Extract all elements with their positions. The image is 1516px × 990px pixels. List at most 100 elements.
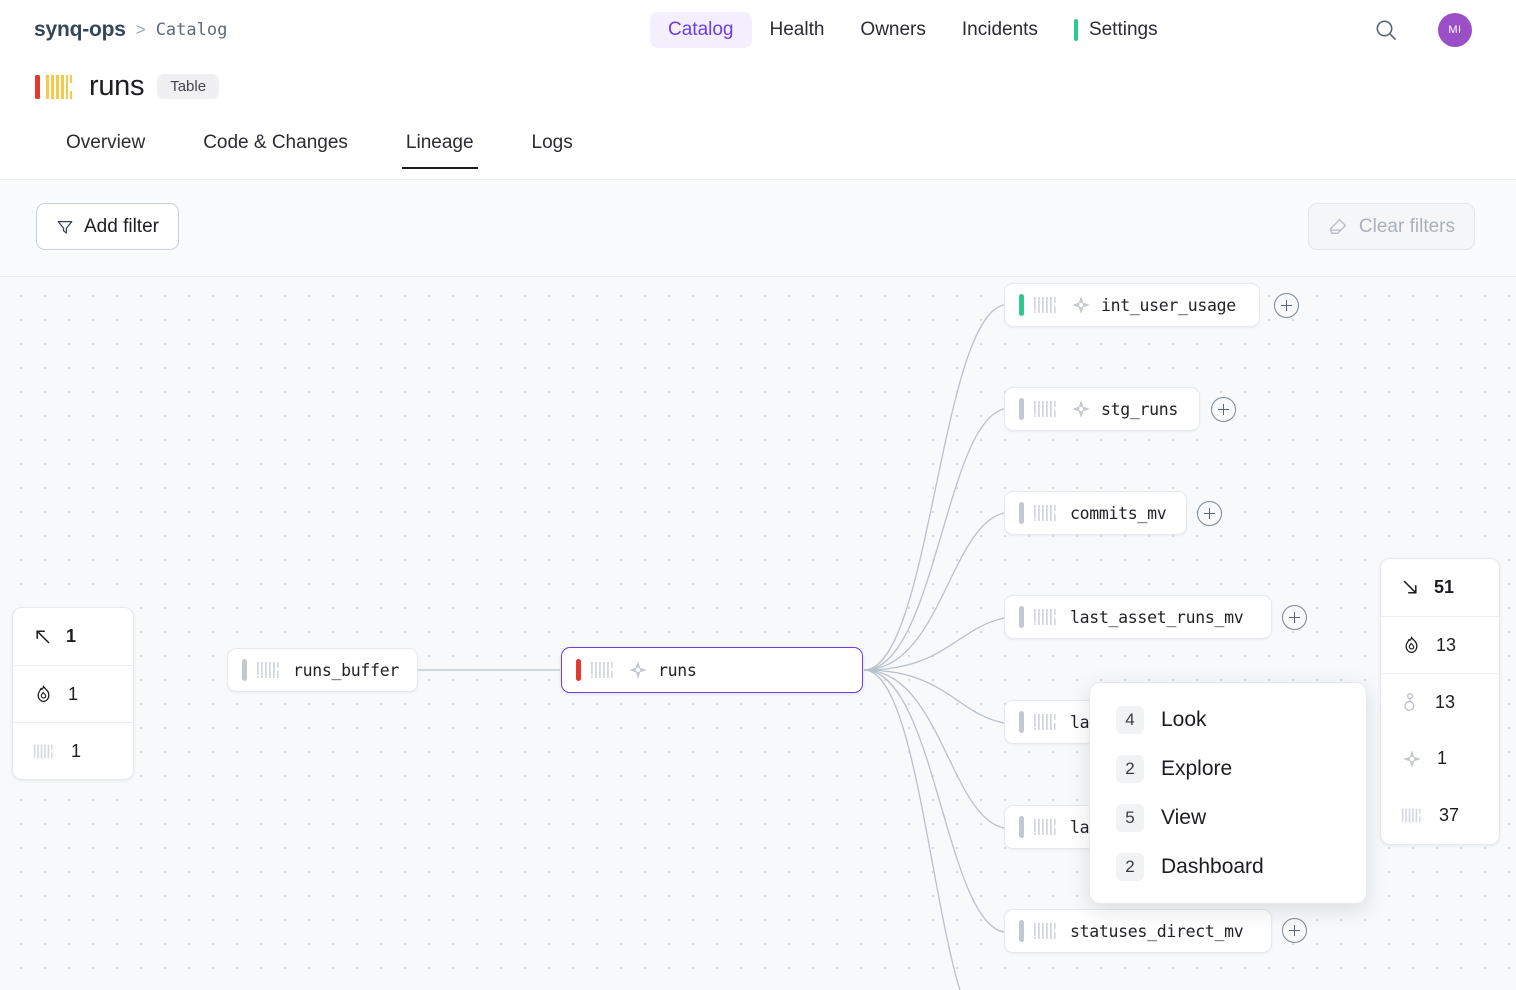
barcode-icon — [1033, 712, 1061, 732]
edge-runs-stg_runs — [863, 408, 1005, 671]
dbt-icon — [1401, 748, 1423, 770]
expand-node-button[interactable] — [1282, 605, 1307, 630]
tab-overview-label: Overview — [66, 132, 146, 153]
add-filter-button[interactable]: Add filter — [36, 203, 179, 250]
tab-lineage[interactable]: Lineage — [401, 132, 478, 169]
lineage-node-label: commits_mv — [1070, 503, 1167, 523]
upstream-summary-panel: 1 1 — [12, 607, 134, 780]
popup-item-view-count: 5 — [1116, 803, 1144, 832]
lineage-node-runs[interactable]: runs — [561, 647, 863, 693]
search-icon[interactable] — [1372, 16, 1400, 44]
status-bar-icon — [1019, 711, 1024, 733]
downstream-dbt-row[interactable]: 1 — [1381, 730, 1499, 787]
lineage-node-commits_mv[interactable]: commits_mv — [1004, 491, 1187, 535]
barcode-icon — [1033, 921, 1061, 941]
lineage-edges — [418, 304, 1005, 990]
lineage-node-label: int_user_usage — [1101, 295, 1236, 315]
popup-item-look[interactable]: 4 Look — [1090, 695, 1366, 744]
dbt-icon — [627, 659, 649, 681]
downstream-summary-panel: 51 13 13 — [1380, 558, 1500, 845]
downstream-flame-value: 13 — [1436, 634, 1457, 655]
expand-node-button[interactable] — [1282, 918, 1307, 943]
flame-icon — [1401, 635, 1422, 656]
status-bar-icon — [1019, 502, 1024, 524]
nav-item-catalog[interactable]: Catalog — [650, 12, 752, 48]
status-bar-icon — [1019, 398, 1024, 420]
eraser-icon — [1328, 217, 1348, 237]
lineage-node-last_asset_runs_mv[interactable]: last_asset_runs_mv — [1004, 595, 1272, 639]
tab-overview[interactable]: Overview — [66, 132, 145, 168]
popup-item-view-label: View — [1161, 805, 1207, 829]
status-bar-icon — [1019, 920, 1024, 942]
expand-node-button[interactable] — [1274, 293, 1299, 318]
status-bar-icon — [1019, 294, 1024, 316]
downstream-barcode-value: 37 — [1439, 805, 1460, 825]
status-bar-icon — [1019, 816, 1024, 838]
arrow-down-right-icon — [1401, 578, 1420, 597]
popup-item-look-count: 4 — [1116, 705, 1144, 734]
lineage-node-label: runs — [658, 660, 697, 680]
lineage-canvas[interactable]: runs_buffer — [0, 277, 1516, 990]
expand-node-button[interactable] — [1211, 397, 1236, 422]
barcode-icon — [1033, 295, 1061, 315]
flame-icon — [33, 684, 54, 705]
nav-item-health-label: Health — [769, 19, 825, 40]
upstream-flame-row[interactable]: 1 — [13, 665, 133, 722]
nav-item-health[interactable]: Health — [752, 12, 843, 48]
dbt-icon — [1070, 398, 1092, 420]
lineage-node-statuses_direct_mv[interactable]: statuses_direct_mv — [1004, 909, 1272, 953]
avatar[interactable]: MI — [1438, 13, 1472, 47]
downstream-total-row[interactable]: 51 — [1381, 559, 1499, 616]
add-filter-label: Add filter — [84, 215, 159, 237]
nav-item-incidents-label: Incidents — [961, 19, 1038, 40]
expand-node-button[interactable] — [1197, 501, 1222, 526]
downstream-total-value: 51 — [1434, 577, 1455, 597]
status-bar-icon — [242, 659, 247, 681]
asset-tabs: Overview Code & Changes Lineage Logs — [0, 132, 1516, 180]
edge-runs-la-1 — [863, 669, 1005, 724]
barcode-icon — [1033, 607, 1061, 627]
page-title: runs — [89, 70, 145, 102]
asset-type-badge: Table — [157, 74, 220, 99]
popup-item-dashboard[interactable]: 2 Dashboard — [1090, 842, 1366, 891]
asset-type-popup-menu: 4 Look 2 Explore 5 View 2 Dashboard — [1089, 682, 1367, 904]
clear-filters-button[interactable]: Clear filters — [1307, 203, 1475, 250]
popup-item-explore[interactable]: 2 Explore — [1090, 744, 1366, 793]
lineage-node-label: statuses_direct_mv — [1070, 921, 1244, 941]
lineage-node-label: runs_buffer — [293, 660, 399, 680]
clickhouse-barcode-icon — [34, 72, 76, 102]
lineage-node-label: la — [1070, 712, 1090, 732]
nav-item-owners[interactable]: Owners — [842, 12, 943, 48]
nav-item-settings[interactable]: Settings — [1056, 12, 1176, 48]
nav-item-incidents[interactable]: Incidents — [944, 12, 1056, 48]
edge-runs-commits_mv — [863, 512, 1005, 671]
status-bar-icon — [576, 659, 581, 681]
lineage-node-runs_buffer[interactable]: runs_buffer — [227, 648, 418, 692]
tab-code-and-changes[interactable]: Code & Changes — [203, 132, 348, 168]
popup-item-view[interactable]: 5 View — [1090, 793, 1366, 842]
dbt-icon — [1070, 294, 1092, 316]
edge-runs-last_asset_runs_mv — [863, 617, 1005, 671]
lineage-node-int_user_usage[interactable]: int_user_usage — [1004, 283, 1260, 327]
downstream-barcode-row[interactable]: 37 — [1381, 787, 1499, 844]
upstream-total-row[interactable]: 1 — [13, 608, 133, 665]
breadcrumb-org[interactable]: synq-ops — [34, 18, 126, 41]
upstream-total-value: 1 — [66, 626, 77, 646]
breadcrumb-separator: > — [135, 20, 146, 39]
breadcrumb-current[interactable]: Catalog — [155, 20, 228, 40]
downstream-flame-row[interactable]: 13 — [1381, 616, 1499, 673]
downstream-looker-value: 13 — [1435, 691, 1456, 712]
asset-title-row: runs Table — [34, 70, 220, 103]
popup-item-explore-label: Explore — [1161, 756, 1233, 780]
lineage-node-stg_runs[interactable]: stg_runs — [1004, 387, 1200, 431]
nav-item-owners-label: Owners — [860, 19, 926, 40]
lineage-node-label: last_asset_runs_mv — [1070, 607, 1244, 627]
nav-item-settings-label: Settings — [1088, 19, 1158, 40]
upstream-barcode-row[interactable]: 1 — [13, 722, 133, 779]
tab-logs[interactable]: Logs — [532, 132, 573, 168]
barcode-icon — [256, 660, 284, 680]
looker-icon — [1401, 692, 1421, 713]
downstream-looker-row[interactable]: 13 — [1381, 673, 1499, 730]
tab-lineage-label: Lineage — [405, 132, 474, 153]
